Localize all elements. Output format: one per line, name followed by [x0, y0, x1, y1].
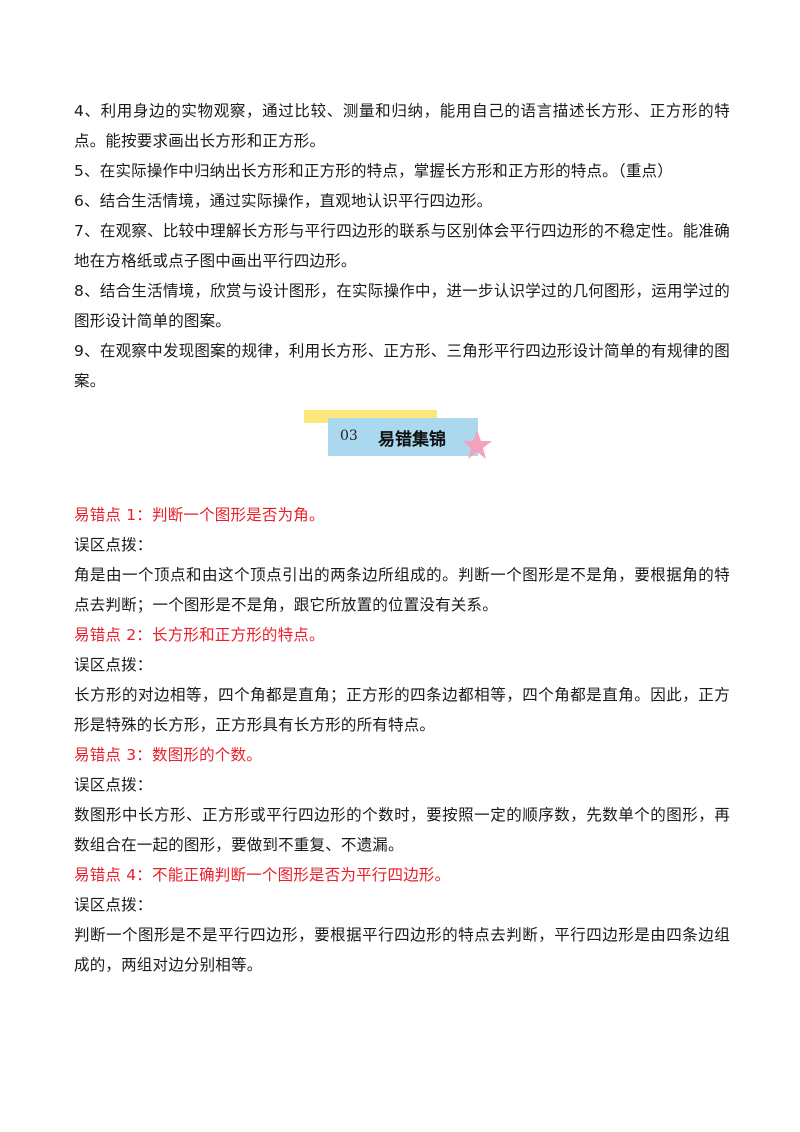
- mistake-2-heading: 易错点 2：长方形和正方形的特点。: [74, 626, 325, 644]
- star-icon: [462, 430, 492, 459]
- mistake-3-tip-label: 误区点拨：: [74, 776, 153, 794]
- section-title: 易错集锦: [378, 430, 446, 450]
- banner-blue-box: [328, 418, 478, 456]
- objective-4: 4、利用身边的实物观察，通过比较、测量和归纳，能用自己的语言描述长方形、正方形的…: [74, 102, 730, 150]
- objective-7: 7、在观察、比较中理解长方形与平行四边形的联系与区别体会平行四边形的不稳定性。能…: [74, 222, 730, 270]
- section-banner: 03 易错集锦: [74, 402, 730, 494]
- document-page: 4、利用身边的实物观察，通过比较、测量和归纳，能用自己的语言描述长方形、正方形的…: [74, 96, 730, 980]
- mistake-4-heading: 易错点 4：不能正确判断一个图形是否为平行四边形。: [74, 866, 451, 884]
- mistake-4-tip-label: 误区点拨：: [74, 896, 153, 914]
- section-number: 03: [340, 428, 358, 444]
- mistake-1-tip-label: 误区点拨：: [74, 536, 153, 554]
- mistake-3-heading: 易错点 3：数图形的个数。: [74, 746, 262, 764]
- objective-5: 5、在实际操作中归纳出长方形和正方形的特点，掌握长方形和正方形的特点。（重点）: [74, 162, 673, 180]
- mistake-2-text: 长方形的对边相等，四个角都是直角；正方形的四条边都相等，四个角都是直角。因此，正…: [74, 686, 730, 734]
- mistake-4-text: 判断一个图形是不是平行四边形，要根据平行四边形的特点去判断，平行四边形是由四条边…: [74, 926, 730, 974]
- mistake-2-tip-label: 误区点拨：: [74, 656, 153, 674]
- objective-6: 6、结合生活情境，通过实际操作，直观地认识平行四边形。: [74, 192, 493, 210]
- mistake-3-text: 数图形中长方形、正方形或平行四边形的个数时，要按照一定的顺序数，先数单个的图形，…: [74, 806, 730, 854]
- objective-8: 8、结合生活情境，欣赏与设计图形，在实际操作中，进一步认识学过的几何图形，运用学…: [74, 282, 730, 330]
- objective-9: 9、在观察中发现图案的规律，利用长方形、正方形、三角形平行四边形设计简单的有规律…: [74, 342, 730, 390]
- mistake-1-heading: 易错点 1：判断一个图形是否为角。: [74, 506, 325, 524]
- mistake-1-text: 角是由一个顶点和由这个顶点引出的两条边所组成的。判断一个图形是不是角，要根据角的…: [74, 566, 730, 614]
